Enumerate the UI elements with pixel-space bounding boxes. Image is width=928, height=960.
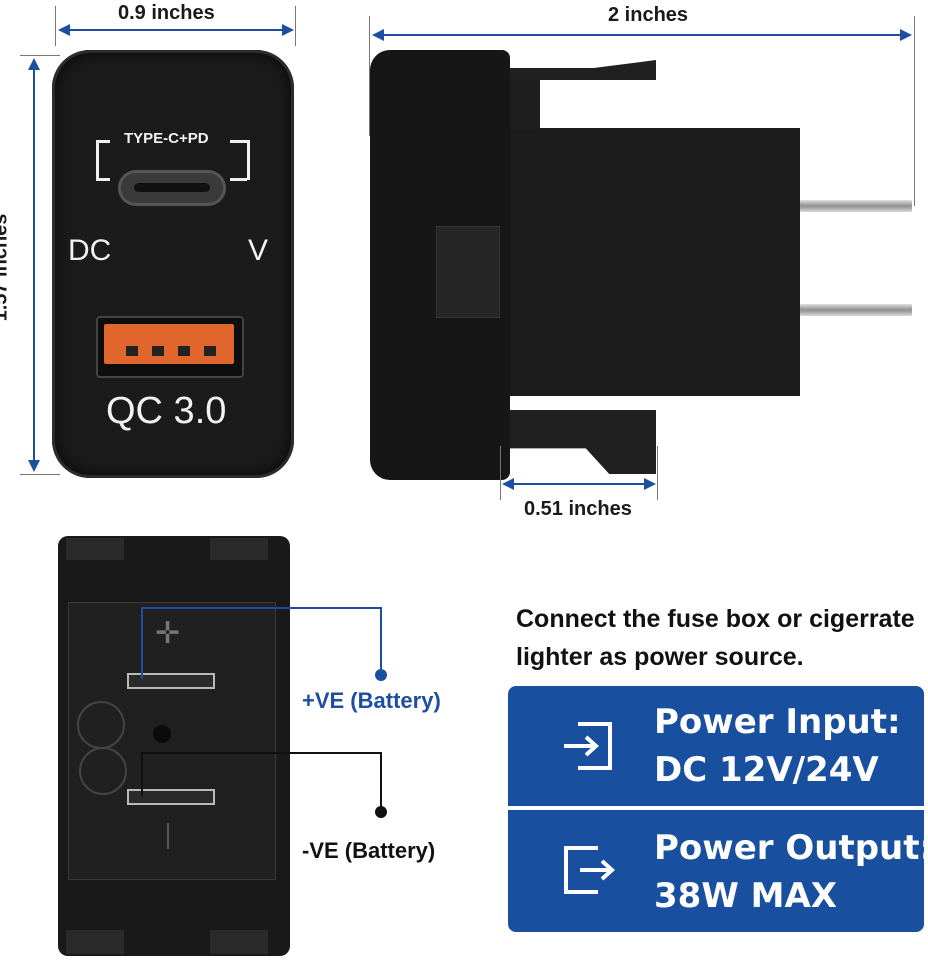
length-dimension-label: 2 inches <box>608 4 689 26</box>
length-dimension-line <box>374 34 910 36</box>
usb-contact <box>204 346 216 356</box>
positive-callout-dot <box>375 669 387 681</box>
arrow-down-icon <box>28 460 40 472</box>
depth-dimension-label: 0.51 inches <box>524 498 632 520</box>
power-output-title: Power Output: <box>654 828 928 868</box>
back-terminal-panel: ✛ <box>68 602 276 880</box>
negative-pin <box>800 304 912 316</box>
dim-tick <box>914 16 915 206</box>
back-top-tab <box>66 538 124 560</box>
positive-battery-label: +VE (Battery) <box>302 688 441 713</box>
socket-front-face: TYPE-C+PD DC V QC 3.0 <box>52 50 294 478</box>
input-arrow-icon <box>564 722 612 770</box>
usb-c-port-slot <box>134 183 210 192</box>
positive-callout-wire <box>380 607 382 669</box>
usb-contact <box>178 346 190 356</box>
height-dimension-line <box>33 60 35 468</box>
type-c-label: TYPE-C+PD <box>124 130 209 147</box>
volt-label: V <box>248 234 269 267</box>
bracket-corner <box>96 140 110 143</box>
arrow-right-icon <box>282 24 294 36</box>
socket-side-body <box>500 128 800 396</box>
back-bottom-tab <box>66 930 124 954</box>
bottom-clip <box>500 410 656 474</box>
back-bottom-tab <box>210 930 268 954</box>
screw-hole <box>79 747 127 795</box>
back-top-tab <box>210 538 268 560</box>
plus-mark-icon: ✛ <box>155 617 181 650</box>
dim-tick <box>295 6 296 46</box>
bracket-corner <box>230 140 247 143</box>
power-input-panel: Power Input: DC 12V/24V <box>508 686 924 806</box>
power-output-panel: Power Output: 38W MAX <box>508 810 928 932</box>
usb-a-port <box>96 316 244 378</box>
usb-a-port-tongue <box>104 324 234 364</box>
usb-contact <box>126 346 138 356</box>
screw-hole <box>77 701 125 749</box>
power-input-title: Power Input: <box>654 702 901 742</box>
negative-callout-dot <box>375 806 387 818</box>
dim-tick <box>500 446 501 500</box>
bracket-corner <box>96 178 110 181</box>
negative-callout-wire <box>141 752 143 796</box>
bracket-corner <box>230 178 247 181</box>
qc-label: QC 3.0 <box>106 390 227 432</box>
top-clip <box>500 60 656 80</box>
dim-tick <box>55 6 56 46</box>
minus-mark-icon <box>167 823 169 849</box>
negative-callout-wire <box>141 752 381 754</box>
width-dimension-label: 0.9 inches <box>118 2 215 24</box>
arrow-left-icon <box>58 24 70 36</box>
negative-battery-label: -VE (Battery) <box>302 838 436 863</box>
width-dimension-line <box>60 29 290 31</box>
dim-tick <box>369 16 370 136</box>
socket-side-bezel <box>370 50 510 480</box>
output-arrow-icon <box>564 846 615 894</box>
negative-terminal <box>127 789 215 805</box>
depth-dimension-line <box>504 483 654 485</box>
side-latch <box>436 226 500 318</box>
dim-tick <box>20 474 60 475</box>
power-input-value: DC 12V/24V <box>654 750 879 790</box>
arrow-right-icon <box>644 478 656 490</box>
positive-pin <box>800 200 912 212</box>
dim-tick <box>657 446 658 500</box>
indicator-hole <box>153 725 171 743</box>
positive-callout-wire <box>141 607 381 609</box>
arrow-left-icon <box>502 478 514 490</box>
negative-callout-wire <box>380 752 382 808</box>
usb-c-port <box>118 170 226 206</box>
usb-contact <box>152 346 164 356</box>
power-output-value: 38W MAX <box>654 876 838 916</box>
dim-tick <box>20 55 60 56</box>
positive-callout-wire <box>141 607 143 679</box>
positive-terminal <box>127 673 215 689</box>
connect-instructions: Connect the fuse box or cigerrate lighte… <box>516 605 915 671</box>
arrow-right-icon <box>900 29 912 41</box>
arrow-left-icon <box>372 29 384 41</box>
arrow-up-icon <box>28 58 40 70</box>
height-dimension-label: 1.57 inches <box>0 213 12 322</box>
dc-label: DC <box>68 234 112 267</box>
type-c-bracket <box>96 140 250 180</box>
spec-divider <box>508 806 924 810</box>
